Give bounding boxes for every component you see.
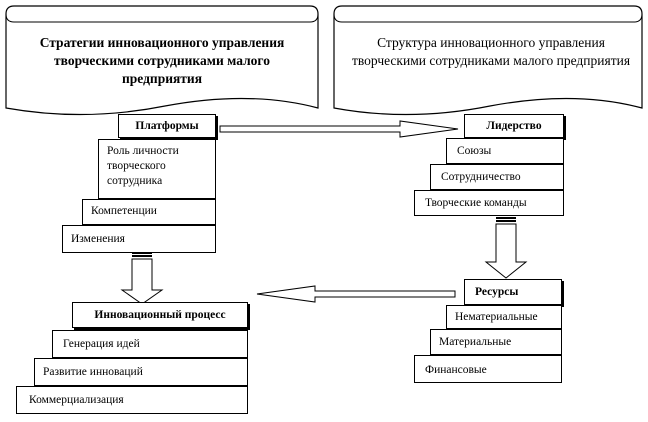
innovation-item-commercialization: Коммерциализация: [16, 386, 248, 414]
leadership-header: Лидерство: [464, 114, 564, 138]
arrow-down-right: [484, 217, 528, 279]
arrow-right: [219, 120, 459, 138]
resources-item-financial: Финансовые: [414, 355, 562, 383]
platforms-item-competencies: Компетенции: [82, 199, 216, 225]
platforms-item-changes: Изменения: [62, 225, 216, 253]
platforms-header: Платформы: [118, 114, 216, 138]
left-banner-title: Стратегии инновационного управления твор…: [39, 35, 285, 86]
leadership-item-creative-teams: Творческие команды: [414, 190, 564, 216]
innovation-process-header: Инновационный процесс: [72, 302, 248, 328]
arrow-left: [256, 285, 456, 303]
platforms-item-role: Роль личности творческого сотрудника: [98, 139, 216, 199]
innovation-item-idea-generation: Генерация идей: [52, 330, 248, 358]
resources-item-tangible: Материальные: [430, 329, 562, 355]
innovation-item-development: Развитие инноваций: [34, 358, 248, 386]
right-structure-banner: [333, 5, 643, 116]
resources-item-intangible: Нематериальные: [446, 305, 562, 329]
leadership-item-alliances: Союзы: [446, 138, 564, 164]
arrow-down-left: [120, 252, 164, 305]
resources-header: Ресурсы: [464, 279, 562, 305]
left-strategy-banner: [5, 5, 319, 116]
right-banner-title: Структура инновационного управления твор…: [351, 35, 631, 68]
leadership-item-cooperation: Сотрудничество: [430, 164, 564, 190]
